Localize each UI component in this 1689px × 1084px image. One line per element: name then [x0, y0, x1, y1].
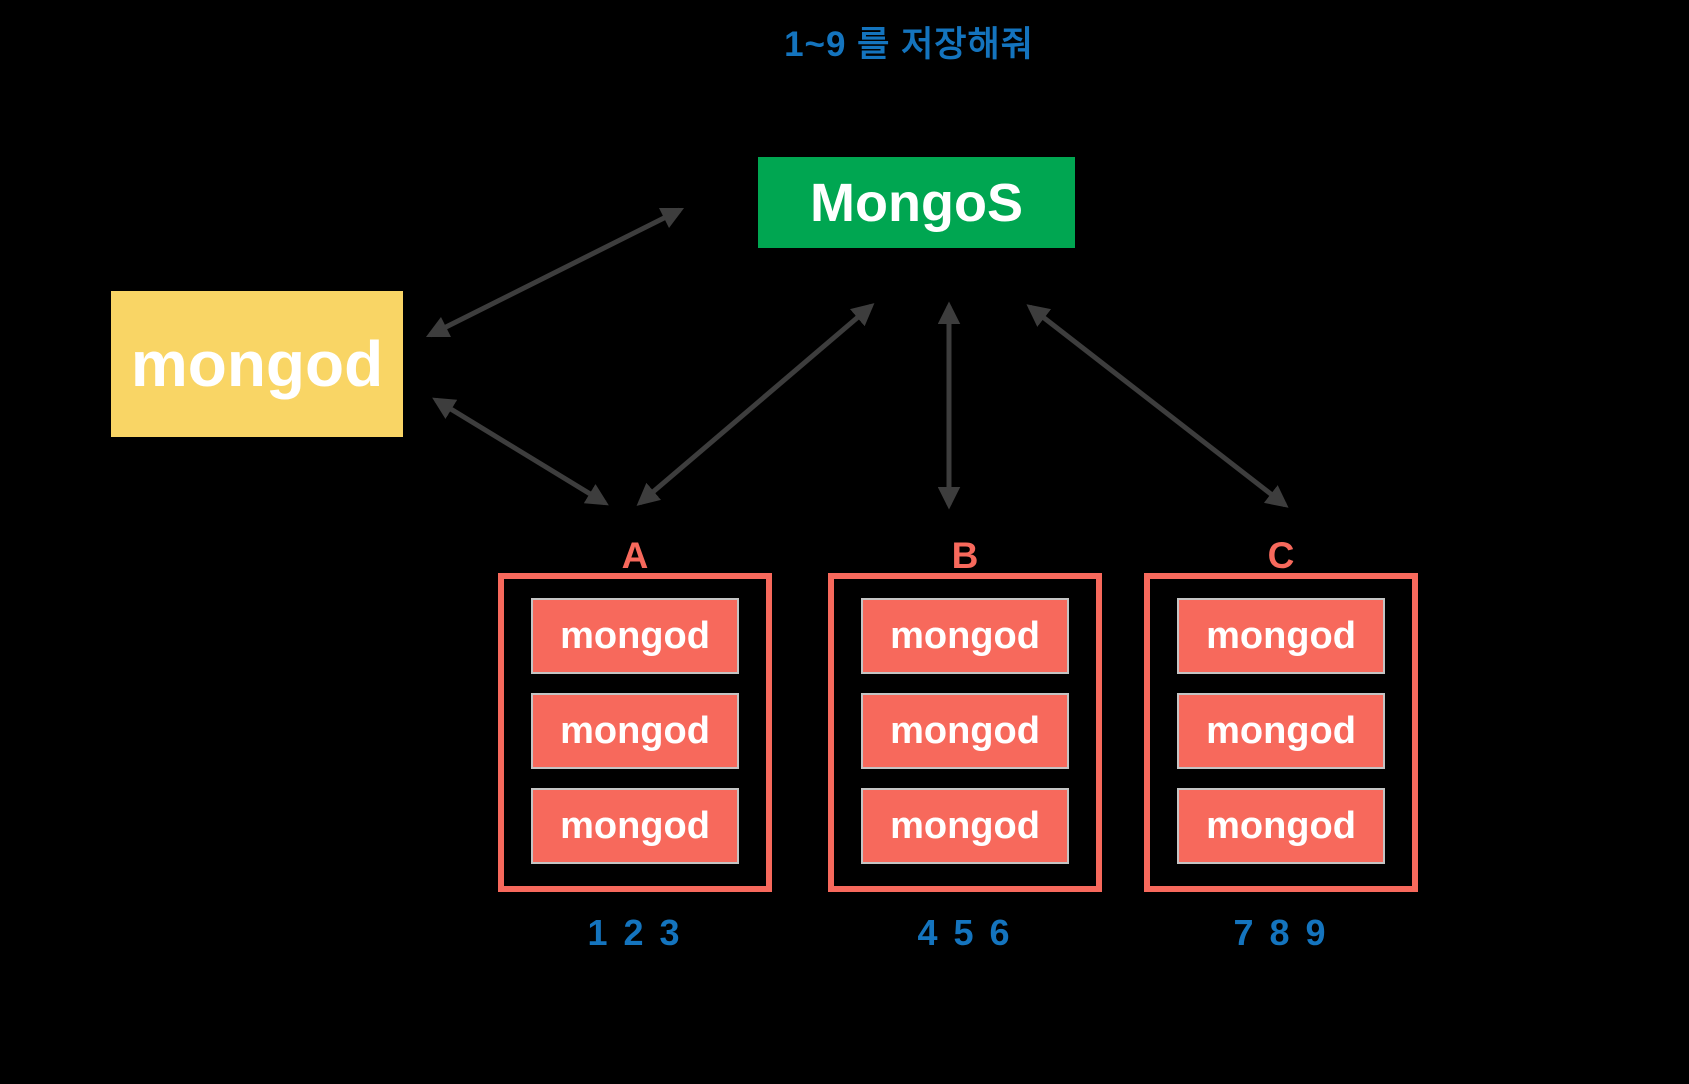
shard-b-group: B mongod mongod mongod 4 5 6	[828, 535, 1102, 953]
client-shard-a-arrow	[432, 397, 609, 506]
diagram-title: 1~9 를 저장해줘	[784, 25, 1034, 64]
shard-b-node-1: mongod	[861, 598, 1069, 674]
shard-a-node-1: mongod	[531, 598, 739, 674]
shard-b-node-2: mongod	[861, 693, 1069, 769]
shard-a-keys: 1 2 3	[587, 912, 683, 953]
shard-a-group: A mongod mongod mongod 1 2 3	[498, 535, 772, 953]
mongos-router-box: MongoS	[758, 157, 1075, 248]
shard-a-node-2: mongod	[531, 693, 739, 769]
shard-b-keys: 4 5 6	[917, 912, 1013, 953]
shard-b-node-3: mongod	[861, 788, 1069, 864]
mongod-client-box: mongod	[111, 291, 403, 437]
shard-a-node-3: mongod	[531, 788, 739, 864]
mongos-label: MongoS	[810, 172, 1023, 233]
shard-c-node-2: mongod	[1177, 693, 1385, 769]
shard-c-group: C mongod mongod mongod 7 8 9	[1144, 535, 1418, 953]
shard-b-label: B	[951, 535, 979, 576]
shard-c-node-1: mongod	[1177, 598, 1385, 674]
router-shard-a-arrow	[636, 303, 875, 506]
shard-c-node-3: mongod	[1177, 788, 1385, 864]
shard-c-label: C	[1267, 535, 1295, 576]
router-shard-c-arrow	[1026, 304, 1289, 508]
mongod-client-label: mongod	[130, 328, 384, 400]
shard-c-keys: 7 8 9	[1233, 912, 1329, 953]
client-router-arrow	[425, 207, 685, 338]
shard-a-label: A	[621, 535, 649, 576]
